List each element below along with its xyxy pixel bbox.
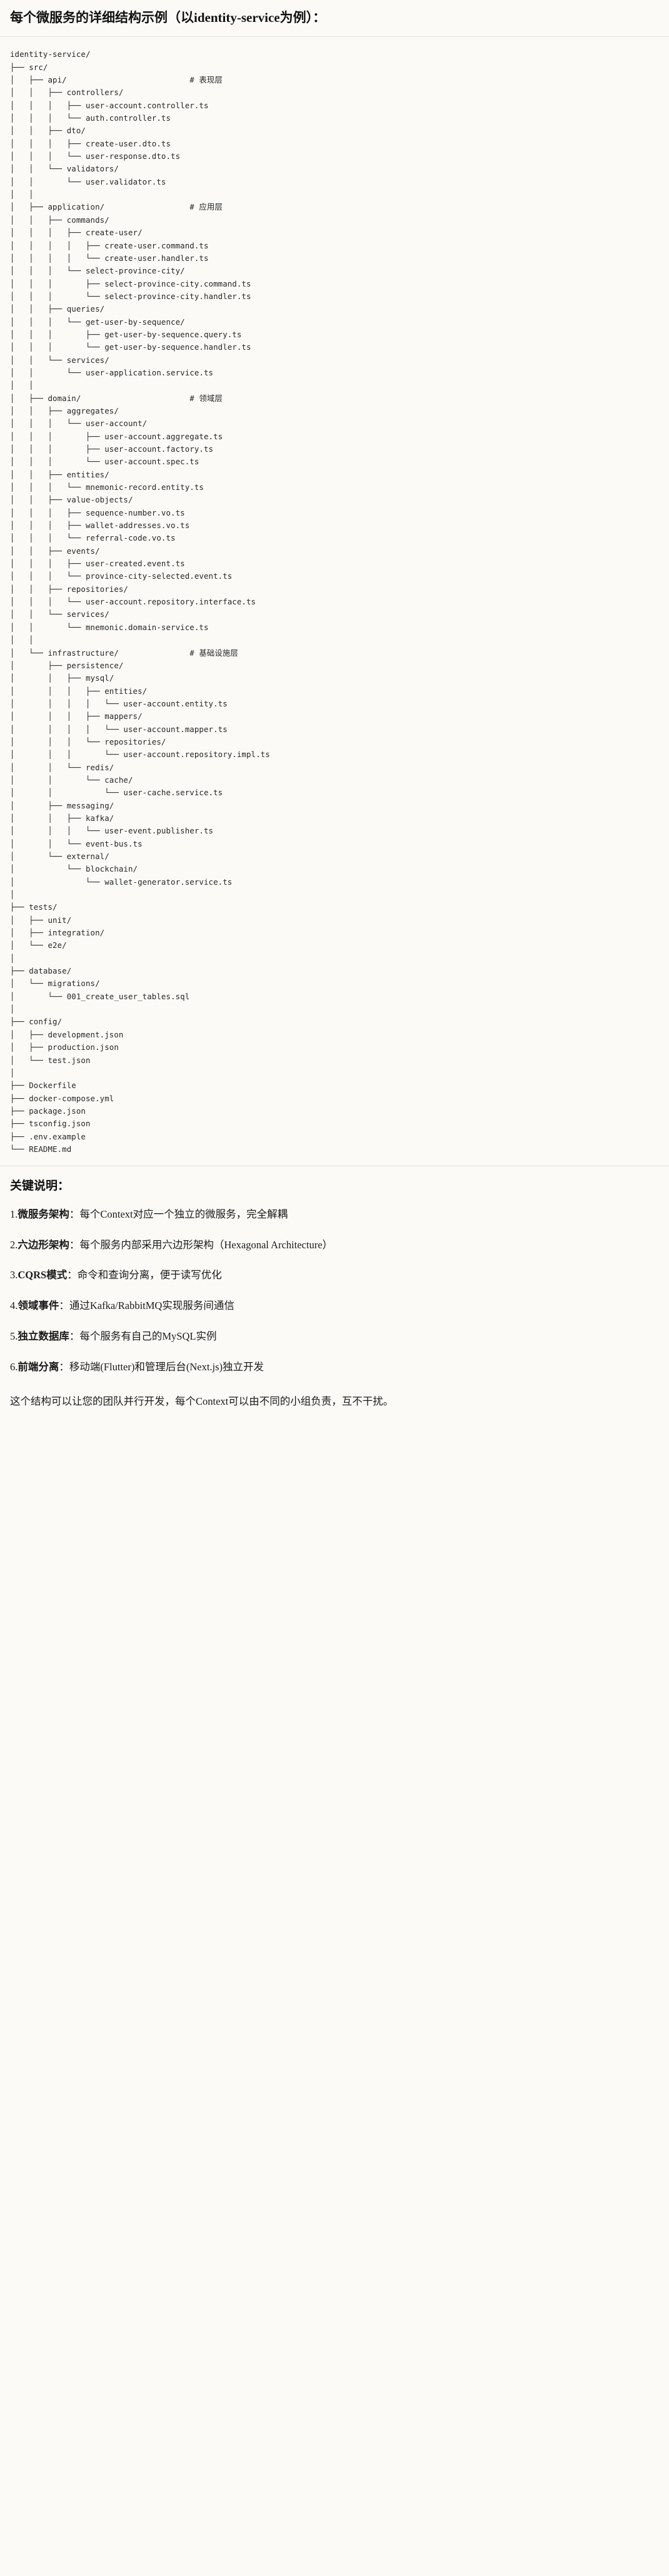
key-note-number: 6.	[10, 1360, 18, 1373]
key-note-description: 每个Context对应一个独立的微服务，完全解耦	[79, 1208, 288, 1220]
key-note-term: 独立数据库	[18, 1330, 69, 1342]
closing-paragraph: 这个结构可以让您的团队并行开发，每个Context可以由不同的小组负责，互不干扰…	[10, 1395, 394, 1408]
key-note-separator: ：	[67, 1269, 78, 1281]
key-note-description: 移动端(Flutter)和管理后台(Next.js)独立开发	[69, 1360, 264, 1373]
key-note-description: 通过Kafka/RabbitMQ实现服务间通信	[69, 1300, 234, 1312]
key-note-number: 4.	[10, 1300, 18, 1312]
key-note-number: 3.	[10, 1269, 18, 1281]
page-title: 每个微服务的详细结构示例（以identity-service为例）：	[10, 10, 326, 25]
key-note-separator: ：	[69, 1330, 80, 1342]
key-note-item: 6.前端分离：移动端(Flutter)和管理后台(Next.js)独立开发	[10, 1360, 659, 1375]
key-note-number: 2.	[10, 1238, 18, 1251]
document-page: 每个微服务的详细结构示例（以identity-service为例）： ident…	[0, 0, 669, 1424]
key-note-item: 2.六边形架构：每个服务内部采用六边形架构（Hexagonal Architec…	[10, 1238, 659, 1253]
key-note-item: 5.独立数据库：每个服务有自己的MySQL实例	[10, 1329, 659, 1345]
key-note-separator: ：	[69, 1208, 80, 1220]
key-note-number: 5.	[10, 1330, 18, 1342]
key-note-item: 4.领域事件：通过Kafka/RabbitMQ实现服务间通信	[10, 1298, 659, 1314]
page-header: 每个微服务的详细结构示例（以identity-service为例）：	[0, 0, 669, 38]
key-note-term: 领域事件	[18, 1300, 59, 1312]
directory-tree: identity-service/ ├── src/ │ ├── api/ # …	[10, 49, 270, 1154]
key-notes-title: 关键说明：	[10, 1179, 70, 1193]
key-note-description: 每个服务内部采用六边形架构（Hexagonal Architecture）	[79, 1238, 333, 1251]
key-note-separator: ：	[69, 1238, 80, 1251]
key-note-term: 前端分离	[18, 1360, 59, 1373]
key-note-item: 3.CQRS模式：命令和查询分离，便于读写优化	[10, 1268, 659, 1283]
directory-tree-block: identity-service/ ├── src/ │ ├── api/ # …	[0, 37, 669, 1167]
key-note-description: 命令和查询分离，便于读写优化	[77, 1269, 222, 1281]
key-note-term: 微服务架构	[18, 1208, 69, 1220]
key-note-separator: ：	[59, 1360, 69, 1373]
key-note-separator: ：	[59, 1300, 69, 1312]
key-note-number: 1.	[10, 1208, 18, 1220]
key-note-term: 六边形架构	[18, 1238, 69, 1251]
key-note-item: 1.微服务架构：每个Context对应一个独立的微服务，完全解耦	[10, 1207, 659, 1223]
key-note-description: 每个服务有自己的MySQL实例	[79, 1330, 217, 1342]
key-note-term: CQRS模式	[18, 1269, 68, 1281]
